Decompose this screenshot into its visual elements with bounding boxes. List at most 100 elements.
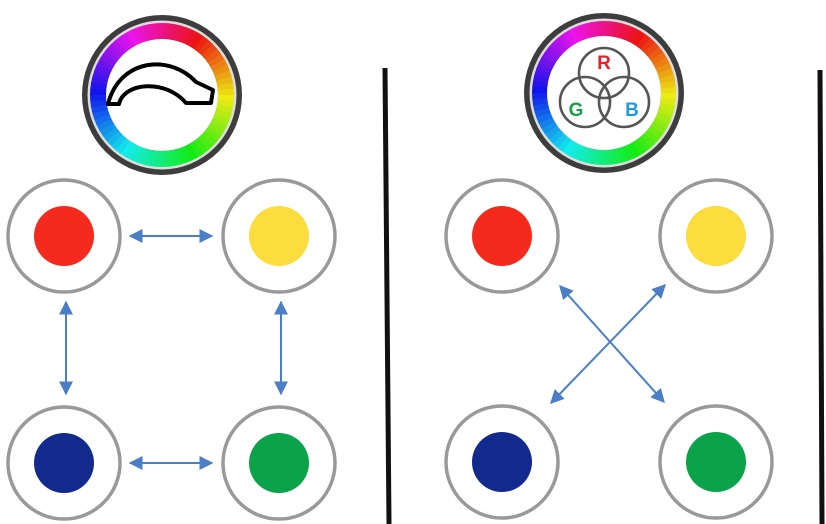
wheel-segment (573, 144, 585, 161)
wheel-segment (94, 64, 112, 76)
wheel-segment (171, 149, 181, 166)
wheel-segment (161, 150, 169, 167)
yellow-dot (249, 206, 309, 266)
wheel-segment (120, 140, 134, 158)
wheel-segment (106, 130, 123, 146)
wheel-segment (557, 136, 572, 152)
wheel-segment (538, 56, 555, 69)
wheel-segment (532, 80, 548, 89)
wheel-segment (660, 80, 676, 89)
wheel-segment (553, 37, 568, 53)
color-node-yellow[interactable] (221, 178, 337, 294)
wheel-segment (541, 51, 558, 65)
arrow-yellow-blue (550, 283, 666, 405)
wheel-segment (585, 22, 595, 38)
color-node-green[interactable] (658, 404, 774, 520)
wheel-segment (636, 34, 651, 50)
wheel-segment (99, 122, 117, 137)
wheel-segment (189, 140, 204, 158)
wheel-segment (597, 149, 604, 165)
rgb-wheel-badge[interactable]: R G B (524, 13, 684, 173)
wheel-segment (137, 25, 148, 43)
color-node-green[interactable] (221, 405, 337, 521)
wheel-segment (632, 30, 646, 47)
wheel-segment (96, 118, 114, 131)
wheel-segment (657, 68, 674, 79)
wheel-segment (533, 102, 549, 112)
color-node-yellow[interactable] (658, 178, 774, 294)
letter-b: B (625, 100, 639, 121)
wheel-segment (210, 118, 228, 132)
wheel-segment (166, 150, 175, 167)
arc-icon (106, 62, 215, 106)
wheel-segment (538, 116, 555, 129)
wheel-segment (657, 107, 674, 118)
wheel-segment (618, 23, 629, 40)
wheel-segment (557, 33, 572, 50)
wheel-segment (627, 142, 640, 159)
red-dot (472, 206, 532, 266)
wheel-segment (96, 58, 114, 72)
wheel-segment (640, 37, 656, 53)
wheel-segment (217, 82, 234, 91)
wheel-segment (653, 117, 670, 130)
wheel-segment (636, 136, 651, 153)
wheel-segment (660, 86, 676, 94)
wheel-segment (608, 21, 617, 37)
wheel-segment (110, 134, 127, 151)
color-wheel-ring (90, 23, 234, 167)
wheel-segment (568, 27, 581, 44)
wheel-segment (204, 48, 222, 64)
hue-wheel-badge[interactable] (82, 15, 242, 175)
wheel-segment (623, 144, 635, 161)
color-wheel-ring (532, 21, 676, 165)
wheel-segment (217, 95, 234, 102)
wheel-segment (176, 25, 187, 43)
wheel-segment (92, 109, 110, 120)
wheel-segment (548, 129, 564, 144)
blue-dot (34, 433, 94, 493)
wheel-segment (103, 48, 120, 63)
wheel-segment (647, 46, 664, 61)
color-node-blue[interactable] (444, 404, 560, 520)
wheel-segment (536, 62, 553, 74)
wheel-segment (115, 137, 130, 154)
wheel-segment (207, 53, 225, 68)
wheel-segment (548, 41, 564, 57)
wheel-segment (149, 150, 158, 167)
wheel-segment (90, 99, 107, 108)
wheel-segment (658, 102, 675, 112)
wheel-segment (536, 112, 553, 124)
wheel-segment (217, 99, 234, 108)
red-dot (34, 206, 94, 266)
wheel-segment (562, 139, 576, 156)
wheel-segment (597, 21, 605, 37)
wheel-segment (613, 148, 623, 164)
wheel-segment (171, 24, 181, 41)
color-node-red[interactable] (6, 178, 122, 294)
wheel-segment (197, 134, 213, 151)
wheel-segment (567, 142, 580, 159)
wheel-segment (544, 125, 561, 140)
wheel-segment (655, 62, 672, 74)
wheel-segment (628, 27, 641, 44)
panel-divider (817, 69, 825, 524)
wheel-segment (591, 21, 600, 37)
wheel-segment (180, 145, 193, 163)
wheel-segment (91, 104, 108, 114)
wheel-segment (660, 97, 676, 106)
color-node-blue[interactable] (6, 405, 122, 521)
wheel-segment (603, 149, 611, 165)
wheel-segment (91, 76, 108, 86)
color-node-red[interactable] (444, 178, 560, 294)
wheel-segment (650, 51, 667, 65)
wheel-segment (197, 39, 214, 56)
wheel-segment (143, 149, 153, 166)
letter-r: R (597, 53, 611, 74)
wheel-segment (644, 42, 660, 57)
wheel-segment (591, 149, 600, 165)
wheel-segment (90, 88, 107, 95)
wheel-segment (613, 22, 623, 39)
wheel-segment (210, 59, 228, 72)
